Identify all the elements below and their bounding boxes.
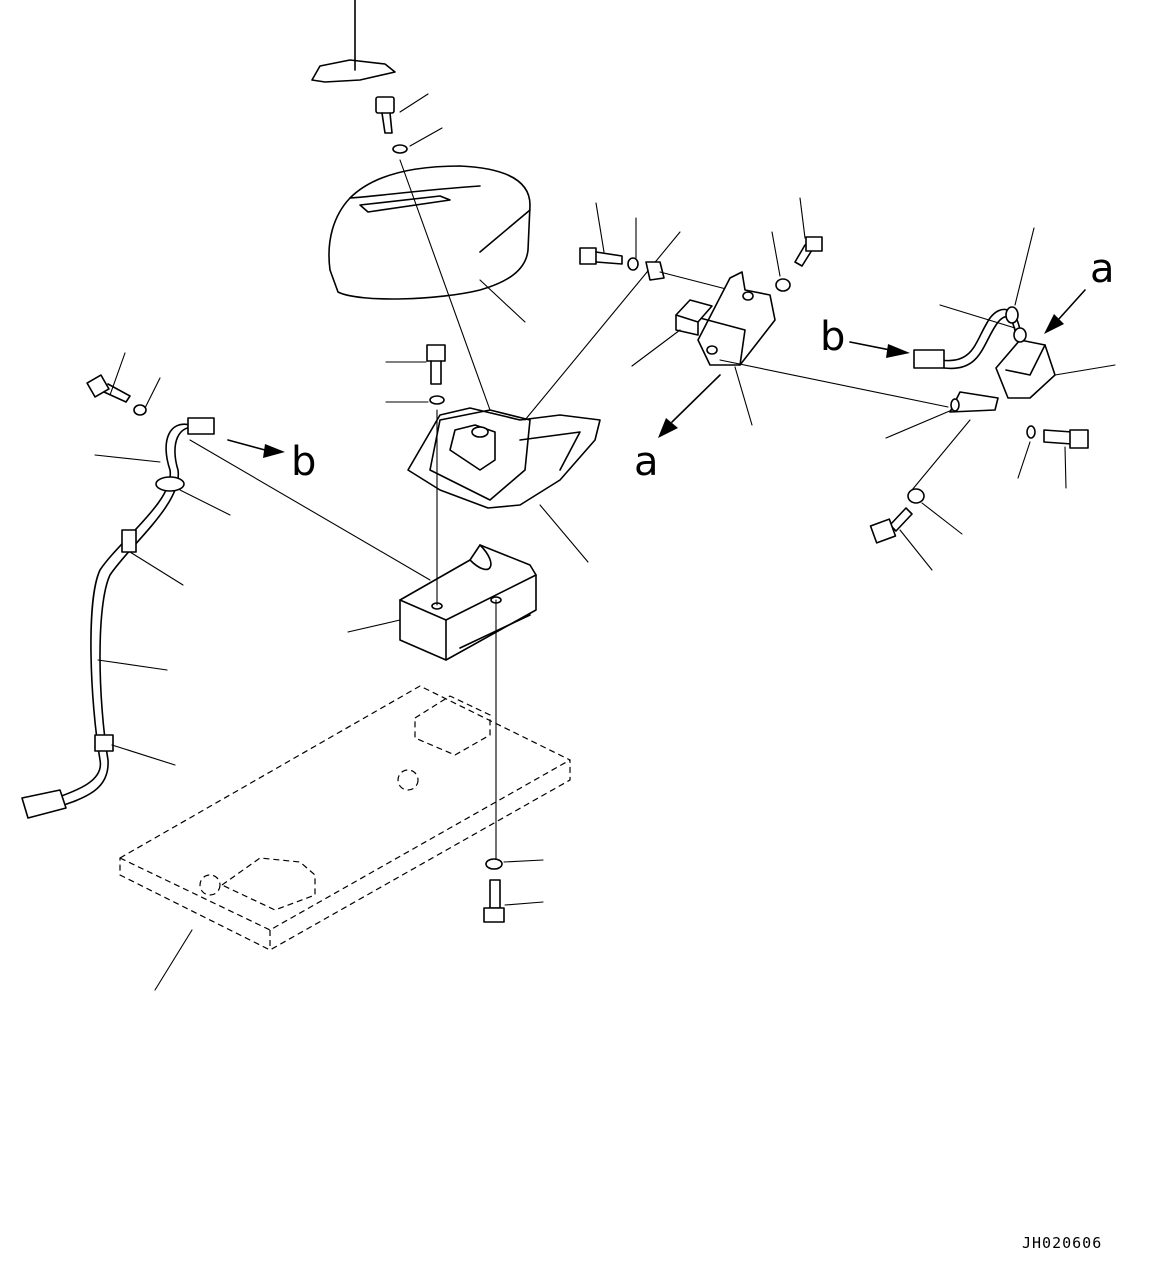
washer-top — [392, 127, 443, 154]
bracket-bolt — [579, 202, 623, 265]
switch-bolt-lower — [869, 507, 933, 571]
drawing-number: JH020606 — [1022, 1234, 1102, 1252]
controller-box — [347, 544, 537, 661]
top-cover-cap — [311, 0, 396, 83]
alignment-line-1 — [399, 159, 491, 411]
arrow-to-a-right — [1044, 289, 1086, 334]
washer-center — [385, 395, 445, 405]
console-cover — [328, 165, 531, 323]
washer-bottom — [485, 858, 544, 870]
bracket-spacer — [645, 261, 731, 291]
callout-b-left: b — [291, 439, 316, 485]
arrow-to-b-left — [227, 439, 285, 458]
arrow-to-b-right — [849, 341, 910, 358]
left-wire-harness — [21, 352, 431, 819]
floor-plate — [119, 685, 571, 991]
callout-b-right: b — [820, 314, 845, 360]
switch-bolt-right — [1043, 429, 1089, 489]
callout-a-center: a — [634, 439, 659, 485]
bracket-washer-right — [771, 231, 791, 292]
switch-washer-right — [1017, 425, 1036, 479]
bracket-bolt-right — [794, 197, 823, 267]
rubber-block — [631, 299, 713, 367]
switch-nut — [907, 488, 963, 535]
harness-washer-left — [133, 404, 147, 416]
right-switch — [995, 339, 1116, 399]
bolt-top — [375, 93, 429, 134]
switch-bracket — [885, 391, 999, 491]
harness-bolt-left — [86, 374, 131, 403]
callout-a-right: a — [1090, 246, 1115, 292]
right-switch-wire — [913, 227, 1035, 370]
arrow-to-a-center — [658, 374, 721, 438]
bracket-washer — [627, 217, 639, 271]
bolt-center — [385, 344, 446, 385]
console-base — [407, 231, 681, 563]
bolt-bottom — [483, 879, 544, 923]
mounting-bracket — [697, 271, 949, 426]
